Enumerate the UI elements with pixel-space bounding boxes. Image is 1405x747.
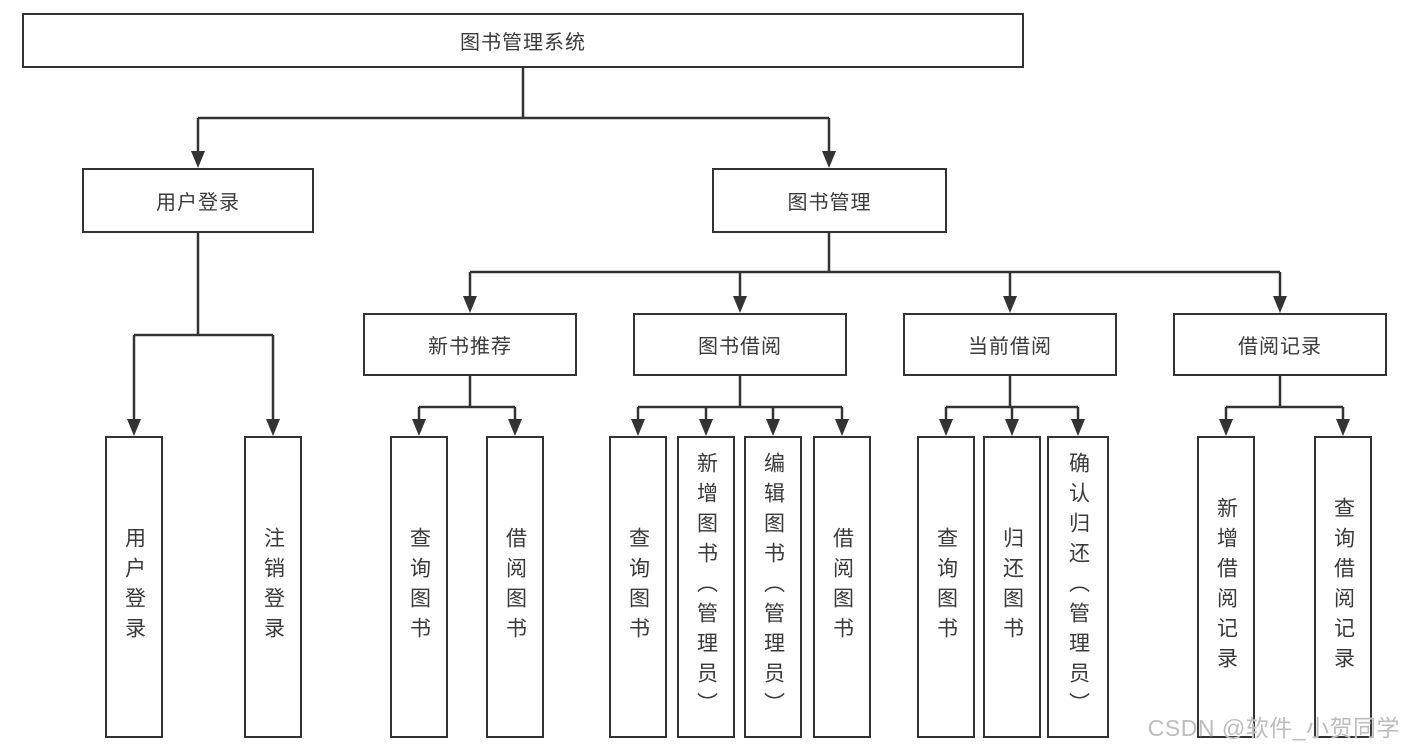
node-new-book-recommend-label: 新书推荐 [428,336,512,358]
node-book-management-branch-label: 图书管理 [787,192,872,214]
node-borrow-records: 借阅记录 [1173,313,1387,376]
node-new-book-recommend: 新书推荐 [363,313,577,376]
node-user-login-branch-label: 用户登录 [156,192,240,214]
node-leaf-query-books-2: 查询图书 [609,436,667,738]
node-leaf-user-login-label: 用户登录 [122,527,146,647]
node-leaf-logout-label: 注销登录 [261,527,285,647]
node-leaf-user-login: 用户登录 [105,436,163,738]
node-leaf-edit-book-admin: 编辑图书（管理员） [744,436,802,738]
node-current-borrow-label: 当前借阅 [968,336,1052,358]
node-leaf-return-book-label: 归还图书 [1000,527,1024,647]
node-leaf-query-books-1-label: 查询图书 [407,527,431,647]
node-leaf-query-borrow-record-label: 查询借阅记录 [1331,497,1355,677]
node-leaf-query-borrow-record: 查询借阅记录 [1314,436,1372,738]
node-leaf-add-book-admin: 新增图书（管理员） [677,436,735,738]
node-leaf-borrow-books-1-label: 借阅图书 [503,527,527,647]
node-root: 图书管理系统 [22,13,1024,68]
node-leaf-confirm-return-admin-label: 确认归还（管理员） [1066,452,1090,722]
node-leaf-add-borrow-record: 新增借阅记录 [1197,436,1255,738]
node-leaf-confirm-return-admin: 确认归还（管理员） [1047,436,1109,738]
node-leaf-logout: 注销登录 [244,436,302,738]
node-leaf-borrow-books-2: 借阅图书 [813,436,871,738]
node-leaf-return-book: 归还图书 [983,436,1041,738]
node-leaf-edit-book-admin-label: 编辑图书（管理员） [761,452,785,722]
node-leaf-query-books-3-label: 查询图书 [934,527,958,647]
node-book-borrow: 图书借阅 [633,313,847,376]
node-current-borrow: 当前借阅 [903,313,1117,376]
node-leaf-borrow-books-2-label: 借阅图书 [830,527,854,647]
node-user-login-branch: 用户登录 [82,168,314,233]
node-leaf-query-books-3: 查询图书 [917,436,975,738]
node-leaf-add-book-admin-label: 新增图书（管理员） [694,452,718,722]
node-book-borrow-label: 图书借阅 [698,336,782,358]
node-leaf-add-borrow-record-label: 新增借阅记录 [1214,497,1238,677]
node-root-label: 图书管理系统 [460,32,586,54]
node-book-management-branch: 图书管理 [712,168,947,233]
node-leaf-query-books-2-label: 查询图书 [626,527,650,647]
node-borrow-records-label: 借阅记录 [1238,336,1322,358]
node-leaf-borrow-books-1: 借阅图书 [486,436,544,738]
node-leaf-query-books-1: 查询图书 [390,436,448,738]
